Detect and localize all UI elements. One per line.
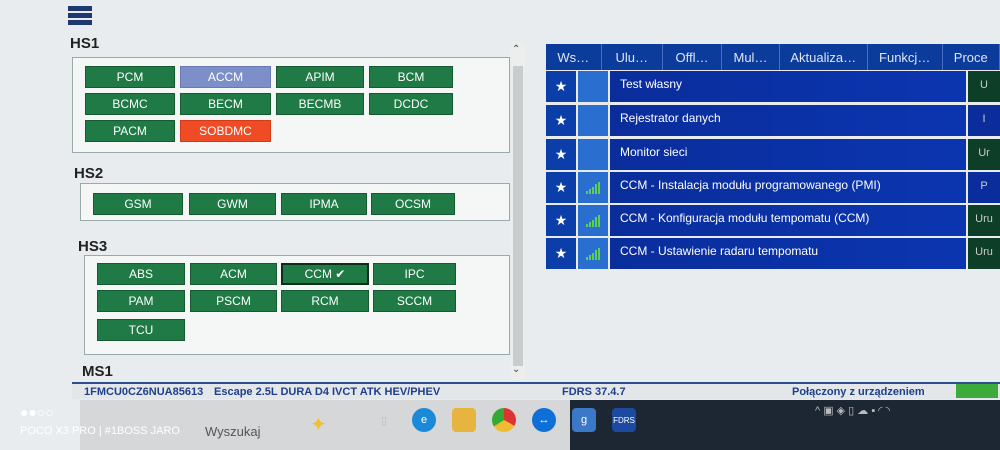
- module-button[interactable]: IPC: [373, 263, 456, 285]
- signal-cell: [578, 139, 608, 170]
- version: FDRS 37.4.7: [562, 386, 626, 398]
- module-button[interactable]: PACM: [85, 120, 175, 142]
- module-button[interactable]: BCMC: [85, 93, 175, 115]
- function-label: Test własny: [610, 71, 966, 102]
- function-label: Monitor sieci: [610, 139, 966, 170]
- module-button[interactable]: ACM: [190, 263, 277, 285]
- module-button[interactable]: PSCM: [190, 290, 277, 312]
- run-button[interactable]: Ur: [968, 139, 1000, 170]
- module-button[interactable]: PAM: [97, 290, 185, 312]
- star-icon[interactable]: ★: [546, 172, 576, 203]
- star-icon[interactable]: ★: [546, 71, 576, 102]
- connection-icon: [956, 384, 998, 398]
- signal-cell: [578, 205, 608, 236]
- status-bar: 1FMCU0CZ6NUA85613 Escape 2.5L DURA D4 IV…: [72, 382, 1000, 399]
- tray-icons[interactable]: ^ ▣ ◈ ▯ ☁ ▪ ◜ ◝: [815, 405, 890, 417]
- tab-bar: Ws…Ulu…Offl…Mul…Aktualiza…Funkcj…Proce: [546, 44, 1000, 70]
- module-button[interactable]: GSM: [93, 193, 183, 215]
- run-button[interactable]: P: [968, 172, 1000, 203]
- signal-cell: [578, 105, 608, 136]
- camera-dots: ●●○○: [20, 404, 54, 420]
- edge-icon[interactable]: e: [412, 408, 436, 432]
- tab[interactable]: Ulu…: [602, 44, 663, 70]
- watermark: POCO X3 PRO | #1BOSS JARO: [20, 425, 180, 437]
- function-label: CCM - Konfiguracja modułu tempomatu (CCM…: [610, 205, 966, 236]
- function-row[interactable]: ★ CCM - Instalacja modułu programowanego…: [546, 172, 1000, 203]
- star-icon[interactable]: ★: [546, 205, 576, 236]
- signal-icon: [586, 214, 600, 227]
- chrome-icon[interactable]: [492, 408, 516, 432]
- signal-cell: [578, 71, 608, 102]
- tab[interactable]: Aktualiza…: [780, 44, 868, 70]
- signal-cell: [578, 172, 608, 203]
- scrollbar[interactable]: ⌃⌄: [511, 42, 525, 380]
- function-row[interactable]: ★ Test własny U: [546, 71, 1000, 102]
- module-button[interactable]: IPMA: [281, 193, 367, 215]
- app-g-icon[interactable]: g: [572, 408, 596, 432]
- function-row[interactable]: ★ Rejestrator danych I: [546, 105, 1000, 136]
- module-button[interactable]: RCM: [281, 290, 369, 312]
- section-title: HS2: [74, 165, 104, 182]
- menu-icon[interactable]: [68, 6, 92, 26]
- module-button[interactable]: SCCM: [373, 290, 456, 312]
- function-label: CCM - Instalacja modułu programowanego (…: [610, 172, 966, 203]
- function-label: Rejestrator danych: [610, 105, 966, 136]
- tab[interactable]: Mul…: [722, 44, 780, 70]
- task-view-icon[interactable]: ▯: [380, 414, 388, 427]
- run-button[interactable]: U: [968, 71, 1000, 102]
- function-label: CCM - Ustawienie radaru tempomatu: [610, 238, 966, 269]
- run-button[interactable]: Uru: [968, 205, 1000, 236]
- module-button[interactable]: SOBDMC: [180, 120, 271, 142]
- module-button[interactable]: BECMB: [276, 93, 364, 115]
- tab[interactable]: Proce: [943, 44, 1000, 70]
- module-button[interactable]: APIM: [276, 66, 364, 88]
- connection-status: Połączony z urządzeniem: [792, 386, 925, 398]
- function-row[interactable]: ★ CCM - Ustawienie radaru tempomatu Uru: [546, 238, 1000, 269]
- section-title: HS1: [70, 35, 100, 52]
- tab[interactable]: Funkcj…: [868, 44, 943, 70]
- taskbar-search[interactable]: Wyszukaj ✦: [80, 400, 570, 450]
- run-button[interactable]: Uru: [968, 238, 1000, 269]
- module-button[interactable]: CCM ✔: [281, 263, 369, 285]
- run-button[interactable]: I: [968, 105, 1000, 136]
- vehicle: Escape 2.5L DURA D4 IVCT ATK HEV/PHEV: [214, 386, 441, 398]
- signal-cell: [578, 238, 608, 269]
- vin: 1FMCU0CZ6NUA85613: [84, 386, 204, 398]
- signal-icon: [586, 247, 600, 260]
- tab[interactable]: Offl…: [663, 44, 723, 70]
- module-button[interactable]: PCM: [85, 66, 175, 88]
- module-button[interactable]: ABS: [97, 263, 185, 285]
- fdrs-icon[interactable]: FDRS: [612, 408, 636, 432]
- signal-icon: [586, 181, 600, 194]
- function-row[interactable]: ★ CCM - Konfiguracja modułu tempomatu (C…: [546, 205, 1000, 236]
- module-button[interactable]: BECM: [180, 93, 271, 115]
- star-icon[interactable]: ★: [546, 105, 576, 136]
- module-button[interactable]: OCSM: [371, 193, 455, 215]
- copilot-icon: ✦: [310, 414, 327, 436]
- search-placeholder: Wyszukaj: [205, 424, 261, 439]
- module-button[interactable]: ACCM: [180, 66, 271, 88]
- module-button[interactable]: GWM: [189, 193, 276, 215]
- file-explorer-icon[interactable]: [452, 408, 476, 432]
- tab[interactable]: Ws…: [546, 44, 602, 70]
- section-title: HS3: [78, 238, 108, 255]
- star-icon[interactable]: ★: [546, 238, 576, 269]
- teamviewer-icon[interactable]: ↔: [532, 408, 556, 432]
- section-title: MS1: [82, 363, 113, 380]
- module-button[interactable]: BCM: [369, 66, 453, 88]
- module-button[interactable]: DCDC: [369, 93, 453, 115]
- module-button[interactable]: TCU: [97, 319, 185, 341]
- star-icon[interactable]: ★: [546, 139, 576, 170]
- function-row[interactable]: ★ Monitor sieci Ur: [546, 139, 1000, 170]
